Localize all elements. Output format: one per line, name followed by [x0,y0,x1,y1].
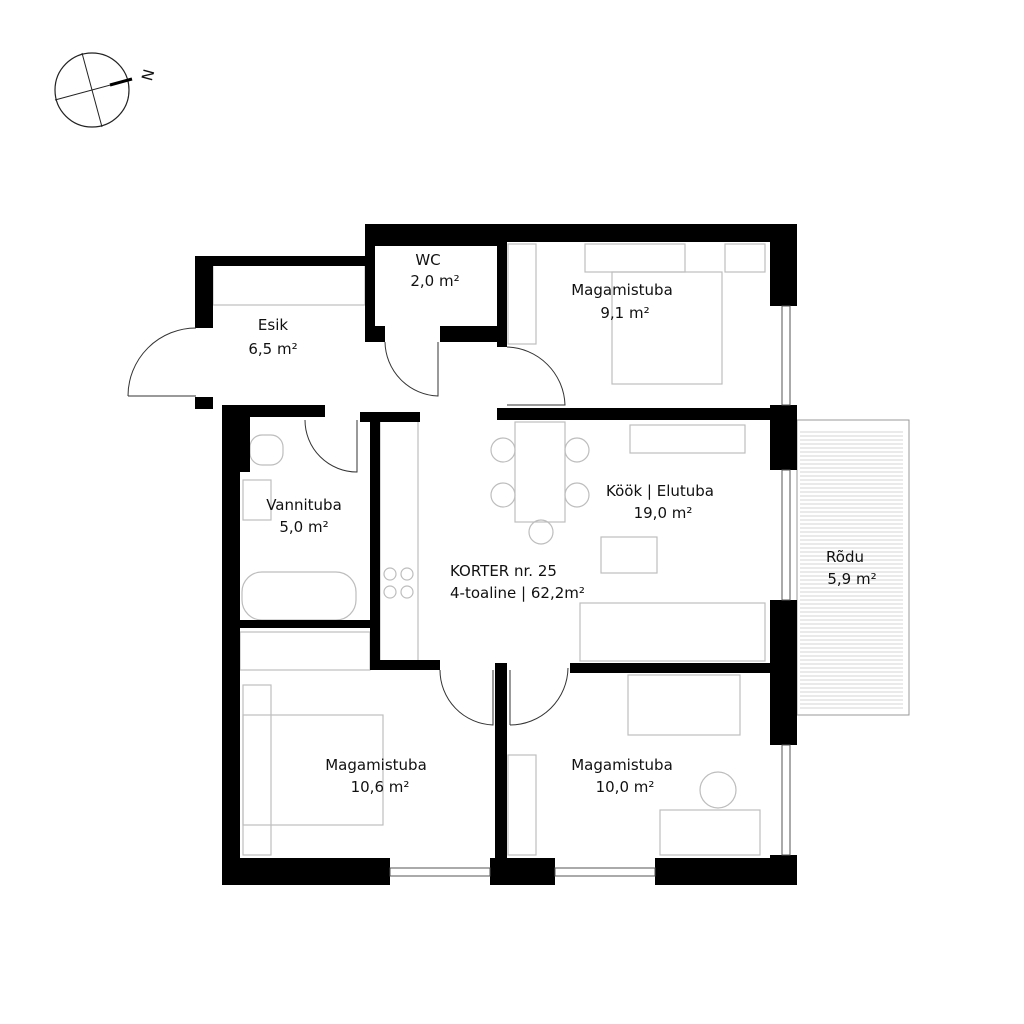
windows [389,305,791,877]
room-name-bedroom-2: Magamistuba [325,756,427,774]
room-name-esik: Esik [258,316,288,334]
room-area-bathroom: 5,0 m² [279,518,328,536]
room-labels: Esik 6,5 m² WC 2,0 m² Magamistuba 9,1 m²… [248,251,876,796]
room-name-bedroom-1: Magamistuba [571,281,673,299]
room-name-balcony: Rõdu [826,548,864,566]
room-area-esik: 6,5 m² [248,340,297,358]
apartment-title: KORTER nr. 25 [450,562,557,580]
furniture [212,243,766,856]
room-area-bedroom-3: 10,0 m² [596,778,655,796]
balcony [796,419,910,716]
room-name-bedroom-3: Magamistuba [571,756,673,774]
north-compass-icon: N [54,52,158,128]
doors [127,327,569,726]
room-name-kitchen-living: Köök | Elutuba [606,482,714,500]
walls [195,224,797,885]
room-area-bedroom-1: 9,1 m² [600,304,649,322]
compass-label: N [138,67,158,83]
room-area-wc: 2,0 m² [410,272,459,290]
room-name-bathroom: Vannituba [266,496,342,514]
room-area-bedroom-2: 10,6 m² [351,778,410,796]
room-area-balcony: 5,9 m² [827,570,876,588]
room-area-kitchen-living: 19,0 m² [634,504,693,522]
room-name-wc: WC [415,251,440,269]
apartment-summary: 4-toaline | 62,2m² [450,584,585,602]
